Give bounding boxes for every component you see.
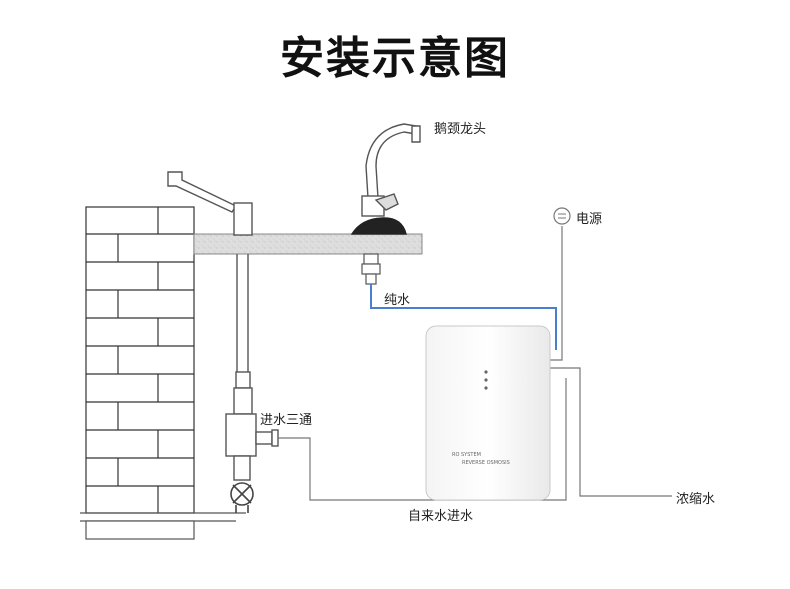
page-title: 安装示意图 (280, 33, 510, 84)
gooseneck-faucet-label: 鹅颈龙头 (434, 122, 487, 137)
countertop (193, 233, 423, 255)
ro-purifier-unit (425, 325, 551, 501)
pure-water-label: 纯水 (384, 293, 411, 308)
power-cable (548, 226, 563, 361)
gooseneck-faucet (350, 123, 421, 235)
tap-water-inlet-label: 自来水进水 (408, 509, 474, 524)
tap-water-line (278, 378, 567, 501)
inlet-tee-fitting (225, 413, 279, 481)
floor-base (80, 512, 246, 540)
brick-wall (85, 206, 195, 514)
kitchen-faucet (167, 171, 253, 236)
concentrate-line (550, 367, 672, 497)
inlet-tee-label: 进水三通 (260, 413, 313, 428)
shutoff-valve-icon (230, 482, 254, 513)
pure-water-line (370, 284, 557, 350)
power-label: 电源 (576, 212, 603, 227)
device-label-line1: RO SYSTEM (452, 452, 481, 458)
inlet-hose (233, 254, 253, 415)
concentrate-label: 浓缩水 (676, 492, 716, 507)
faucet-stem (361, 253, 381, 285)
power-plug-icon (553, 207, 571, 225)
device-label-line2: REVERSE OSMOSIS (462, 460, 510, 466)
